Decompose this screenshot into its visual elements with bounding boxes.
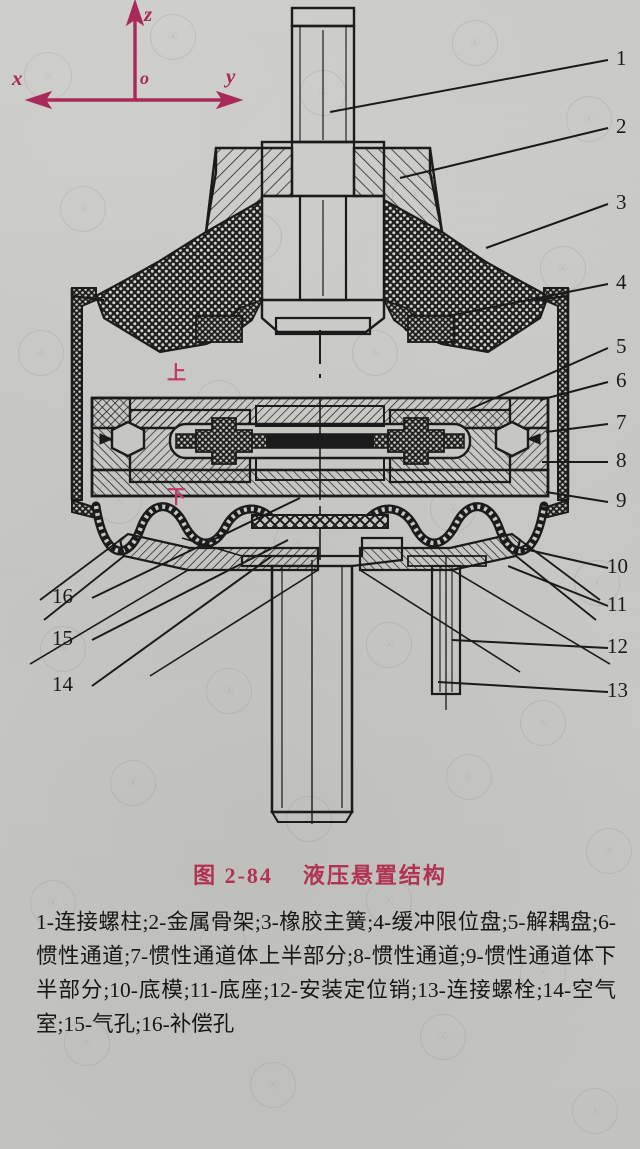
callout-number-15: 15 bbox=[52, 626, 73, 650]
callout-number-6: 6 bbox=[616, 368, 627, 392]
callout-number-7: 7 bbox=[616, 410, 627, 434]
region-label-lower: 下 bbox=[167, 487, 188, 508]
callout-number-8: 8 bbox=[616, 448, 627, 472]
callout-number-3: 3 bbox=[616, 190, 627, 214]
callout-number-14: 14 bbox=[52, 672, 73, 696]
region-label-upper: 上 bbox=[167, 363, 188, 384]
part-bump-stop-plate bbox=[195, 298, 455, 343]
callout-number-9: 9 bbox=[616, 488, 627, 512]
axis-label-origin: o bbox=[140, 68, 149, 88]
base-perspective-edges bbox=[29, 537, 611, 677]
callout-number-1: 1 bbox=[616, 46, 627, 70]
part-outer-housing bbox=[70, 287, 570, 520]
axis-label-x: x bbox=[12, 66, 23, 90]
axis-label-z: z bbox=[144, 2, 153, 26]
part-rubber-main-spring bbox=[94, 198, 550, 354]
callout-number-5: 5 bbox=[616, 334, 627, 358]
figure-title: 图 2-84 液压悬置结构 bbox=[193, 863, 447, 888]
part-connecting-stud bbox=[290, 6, 356, 144]
leader-lines bbox=[91, 59, 609, 693]
part-inertia-channel bbox=[99, 420, 541, 458]
callout-number-4: 4 bbox=[616, 270, 627, 294]
callout-number-13: 13 bbox=[607, 678, 628, 702]
part-locating-pin bbox=[407, 555, 487, 710]
callout-number-10: 10 bbox=[607, 554, 628, 578]
coordinate-axes bbox=[24, 0, 244, 110]
part-rubber-bellows bbox=[91, 501, 549, 556]
callout-number-16: 16 bbox=[52, 584, 73, 608]
callout-number-2: 2 bbox=[616, 114, 627, 138]
figure-caption: 图 2-84 液压悬置结构 bbox=[0, 858, 640, 890]
callout-number-11: 11 bbox=[607, 592, 628, 616]
part-connecting-bolt bbox=[240, 536, 404, 824]
axis-label-y: y bbox=[226, 64, 236, 88]
figure-legend: 1-连接螺柱;2-金属骨架;3-橡胶主簧;4-缓冲限位盘;5-解耦盘;6-惯性通… bbox=[36, 910, 616, 1036]
callout-number-12: 12 bbox=[607, 634, 628, 658]
